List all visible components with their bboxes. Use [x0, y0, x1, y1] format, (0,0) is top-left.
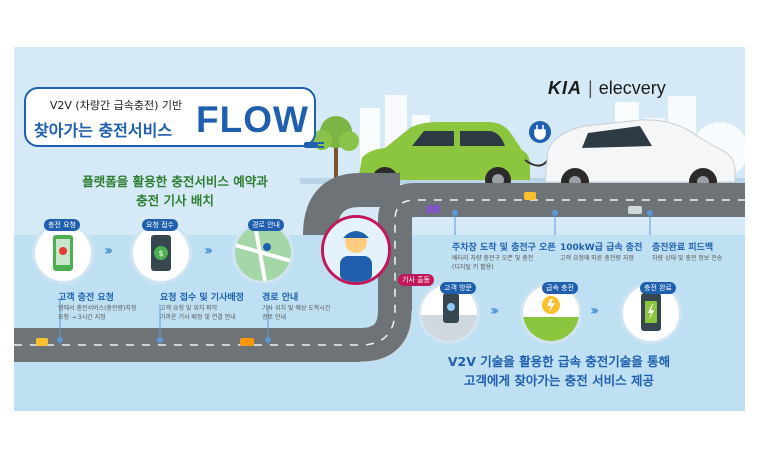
section-heading: 플랫폼을 활용한 충전서비스 예약과 충전 기사 배치	[60, 172, 290, 210]
bottom-summary: V2V 기술을 활용한 급속 충전기술을 통해 고객에게 찾아가는 충전 서비스…	[404, 352, 714, 390]
bottom-line1: V2V 기술을 활용한 급속 충전기술을 통해	[447, 354, 671, 369]
tag-visit: 고객 방문	[440, 282, 476, 294]
step-title-charge: 100kW급 급속 충전	[560, 243, 643, 253]
tag-accept: 요청 접수	[142, 219, 178, 231]
heading-line1: 플랫폼을 활용한 충전서비스 예약과	[82, 174, 268, 189]
step-circle-route	[232, 222, 294, 284]
step-desc-request-2: 요청 → 3시간 지정	[58, 314, 106, 321]
title-flow: FLOW	[196, 99, 309, 140]
step-title-request: 고객 충전 요청	[58, 293, 114, 303]
driver-avatar	[321, 215, 391, 285]
green-car	[358, 122, 530, 193]
driver-icon	[324, 218, 388, 282]
step-desc-accept-1: 고객 요청 및 위치 파악	[160, 305, 218, 312]
step-desc-request-1: 앱에서 충전서비스(충전량)지정	[58, 305, 137, 312]
ground-line	[300, 178, 745, 184]
tag-complete: 충전 완료	[640, 282, 676, 294]
tree-icon	[312, 116, 359, 180]
arrow-right-icon: ›››	[204, 243, 214, 259]
title-subtitle: V2V (차량간 급속충전) 기반	[49, 99, 183, 112]
tag-driver-dispatch: 기사 출동	[398, 274, 434, 286]
step-desc-charge-1: 고객 요청에 따른 충전량 지정	[560, 255, 634, 262]
tag-charge: 급속 충전	[542, 282, 578, 294]
svg-text:$: $	[158, 249, 163, 258]
step-desc-complete-1: 차량 상태 및 충전 정보 전송	[652, 255, 723, 262]
plug-icon	[304, 142, 324, 148]
step-title-complete: 충전완료 피드백	[652, 243, 714, 253]
brand-logo: KIA|elecvery	[548, 78, 666, 98]
road-cars	[36, 192, 642, 346]
arrow-right-icon: ›››	[490, 303, 500, 319]
step-desc-visit-1: 배터리 차량 충전구 오픈 및 충전	[452, 255, 534, 262]
step-circle-request	[32, 222, 94, 284]
step-desc-route-2: 경로 안내	[262, 314, 286, 321]
top-connectors	[57, 210, 653, 343]
step-circle-accept: $	[130, 222, 192, 284]
tag-request: 충전 요청	[44, 219, 80, 231]
tag-route: 경로 안내	[248, 219, 284, 231]
white-car	[544, 119, 736, 196]
arrow-right-icon: ›››	[104, 243, 114, 259]
plug-bubble-icon	[529, 121, 551, 143]
bottom-line2: 고객에게 찾아가는 충전 서비스 제공	[464, 373, 654, 388]
title-main: 찾아가는 충전서비스	[34, 121, 173, 140]
phone-battery-icon	[641, 293, 661, 331]
step-title-route: 경로 안내	[262, 293, 299, 303]
map-route-icon	[235, 225, 291, 281]
road-upper-curve	[303, 173, 400, 236]
road	[14, 183, 745, 363]
phone-map-icon	[53, 235, 73, 271]
step-desc-accept-2: 가까운 기사 배정 및 연결 안내	[160, 314, 236, 321]
step-title-visit: 주차장 도착 및 충전구 오픈	[452, 243, 556, 253]
step-title-accept: 요청 접수 및 기사배정	[160, 293, 244, 303]
step-desc-route-1: 기사 위치 및 예상 도착시간	[262, 305, 331, 312]
elecvery-logo: elecvery	[598, 78, 666, 98]
arrow-right-icon: ›››	[590, 303, 600, 319]
step-desc-visit-2: (디지털 키 활용)	[452, 264, 494, 271]
phone-payment-icon: $	[151, 235, 171, 271]
title-box: V2V (차량간 급속충전) 기반 찾아가는 충전서비스 FLOW	[24, 87, 316, 147]
kia-logo: KIA	[548, 78, 582, 98]
heading-line2: 충전 기사 배치	[136, 193, 214, 208]
